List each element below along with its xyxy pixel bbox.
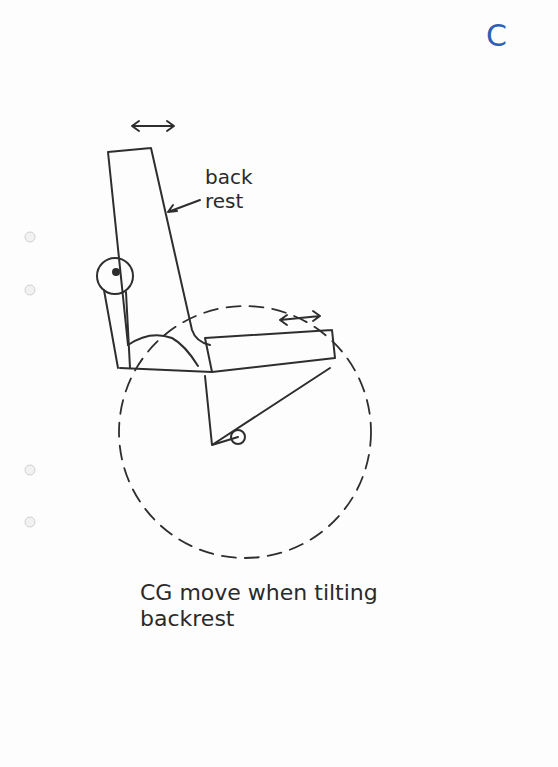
- part-label: back rest: [205, 165, 283, 213]
- tilt-arrow: [132, 121, 174, 131]
- cg-path-circle: [119, 306, 371, 558]
- backrest-hinge: [128, 335, 198, 366]
- pivot-dot: [113, 269, 119, 275]
- backrest: [108, 148, 210, 345]
- seat: [205, 330, 335, 372]
- pivot-link: [104, 290, 130, 368]
- note-text: CG move when tilting backrest: [140, 580, 400, 633]
- seat-base: [120, 368, 212, 372]
- cg-point: [231, 430, 245, 444]
- pivot-circle: [97, 258, 133, 294]
- under-frame: [205, 368, 330, 445]
- sheet-letter: C: [486, 18, 526, 54]
- binder-holes: [25, 232, 35, 527]
- leader-arrow: [168, 200, 200, 212]
